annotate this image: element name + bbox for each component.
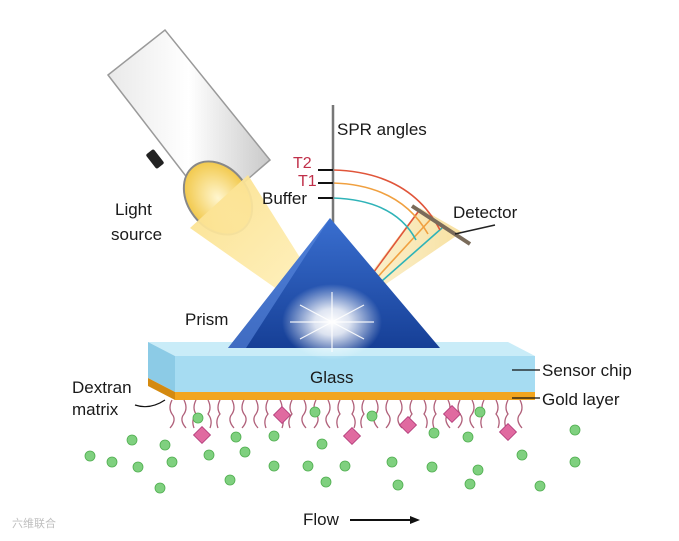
gold-layer-label: Gold layer bbox=[542, 390, 620, 409]
dextran-strand bbox=[181, 399, 187, 429]
dextran-strand bbox=[325, 399, 331, 429]
analyte-particle bbox=[320, 476, 332, 488]
dextran-strand bbox=[216, 399, 221, 429]
dextran-strand bbox=[469, 399, 475, 429]
dextran-strand bbox=[253, 399, 259, 429]
analyte-particle bbox=[106, 456, 118, 468]
analyte-particle bbox=[386, 456, 398, 468]
dextran-strand bbox=[517, 399, 523, 429]
analyte-particle bbox=[316, 438, 328, 450]
analyte-particle bbox=[132, 461, 144, 473]
analyte-particle bbox=[472, 464, 484, 476]
dextran-strand bbox=[423, 399, 428, 429]
sensor-chip-label: Sensor chip bbox=[542, 361, 632, 380]
analyte-particle bbox=[516, 449, 528, 461]
analyte-particle bbox=[203, 449, 215, 461]
leader-lines bbox=[134, 369, 540, 408]
ligand-diamond bbox=[272, 405, 292, 425]
analyte-particle bbox=[239, 446, 251, 458]
analyte-particle bbox=[268, 460, 280, 472]
analyte-particle bbox=[366, 410, 378, 422]
analyte-particle bbox=[192, 412, 204, 424]
analyte-particle bbox=[426, 461, 438, 473]
analyte-particle bbox=[569, 456, 581, 468]
dextran-strand bbox=[229, 399, 235, 429]
analyte-particle bbox=[154, 482, 166, 494]
dextran-strand bbox=[207, 399, 212, 429]
prism-label: Prism bbox=[185, 310, 228, 329]
arrow-right-icon bbox=[350, 516, 420, 524]
analyte-particle bbox=[474, 406, 486, 418]
ligand-diamond bbox=[442, 404, 462, 424]
analyte-particle bbox=[339, 460, 351, 472]
ligand-diamond bbox=[398, 415, 418, 435]
dextran-strand bbox=[504, 399, 509, 429]
dextran-strand bbox=[495, 399, 500, 429]
dextran-strand bbox=[432, 399, 437, 429]
light-source-label-1: Light bbox=[115, 200, 152, 219]
prism bbox=[228, 218, 440, 348]
dextran-strand bbox=[241, 399, 247, 429]
analyte-group bbox=[84, 406, 581, 494]
analyte-particle bbox=[230, 431, 242, 443]
dextran-strand bbox=[301, 399, 307, 429]
watermark: 六维联合 bbox=[12, 516, 56, 530]
dextran-strand bbox=[385, 399, 391, 429]
glass-label: Glass bbox=[310, 368, 353, 387]
reflection-glow bbox=[282, 284, 382, 360]
analyte-particle bbox=[224, 474, 236, 486]
analyte-particle bbox=[569, 424, 581, 436]
analyte-particle bbox=[428, 427, 440, 439]
analyte-particle bbox=[534, 480, 546, 492]
analyte-particle bbox=[462, 431, 474, 443]
dextran-strand bbox=[360, 399, 365, 429]
ligand-group bbox=[192, 404, 518, 446]
dextran-strand bbox=[264, 399, 269, 429]
gold-layer bbox=[148, 378, 535, 400]
analyte-particle bbox=[268, 430, 280, 442]
angle-ticks bbox=[318, 169, 333, 199]
ligand-diamond bbox=[342, 426, 362, 446]
ligand-diamond bbox=[192, 425, 212, 445]
dextran-label-2: matrix bbox=[72, 400, 119, 419]
light-source-label-2: source bbox=[111, 225, 162, 244]
analyte-particle bbox=[309, 406, 321, 418]
ligand-diamond bbox=[498, 422, 518, 442]
dextran-matrix bbox=[169, 399, 523, 429]
dextran-strand bbox=[397, 399, 403, 429]
detector-label: Detector bbox=[453, 203, 518, 222]
dextran-strand bbox=[336, 399, 341, 429]
analyte-particle bbox=[392, 479, 404, 491]
analyte-particle bbox=[464, 478, 476, 490]
analyte-particle bbox=[166, 456, 178, 468]
dextran-strand bbox=[288, 399, 293, 429]
t2-label: T2 bbox=[293, 155, 312, 172]
analyte-particle bbox=[126, 434, 138, 446]
analyte-particle bbox=[159, 439, 171, 451]
analyte-particle bbox=[84, 450, 96, 462]
flow-label: Flow bbox=[303, 510, 340, 529]
spr-angles-label: SPR angles bbox=[337, 120, 427, 139]
buffer-label: Buffer bbox=[262, 189, 307, 208]
detector bbox=[410, 204, 496, 246]
dextran-strand bbox=[169, 399, 175, 429]
dextran-label-1: Dextran bbox=[72, 378, 132, 397]
analyte-particle bbox=[302, 460, 314, 472]
t1-label: T1 bbox=[298, 173, 317, 190]
dextran-strand bbox=[351, 399, 356, 429]
